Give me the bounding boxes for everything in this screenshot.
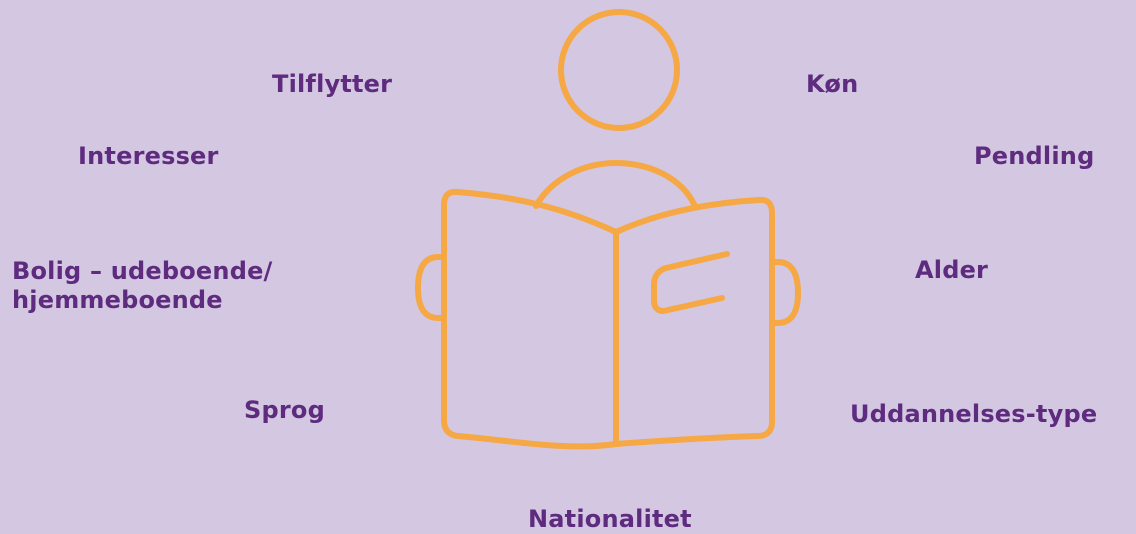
label-tilflytter: Tilflytter: [272, 70, 393, 98]
label-sprog: Sprog: [244, 396, 325, 424]
label-koen: Køn: [806, 70, 859, 98]
label-interesser: Interesser: [78, 142, 219, 170]
book-text-lines: [651, 251, 730, 314]
label-bolig-line1: Bolig – udeboende/: [12, 257, 273, 285]
head-shape: [558, 9, 680, 131]
book-left-page: [441, 188, 619, 450]
shoulders-shape: [533, 160, 698, 209]
book-right-page: [613, 196, 775, 447]
left-hand: [415, 254, 447, 321]
right-hand: [769, 259, 801, 326]
label-bolig-line2: hjemmeboende: [12, 286, 223, 314]
label-uddannelsestype: Uddannelses-type: [850, 400, 1098, 428]
label-bolig: Bolig – udeboende/ hjemmeboende: [12, 257, 273, 315]
label-pendling: Pendling: [974, 142, 1095, 170]
label-nationalitet: Nationalitet: [528, 505, 692, 533]
label-alder: Alder: [915, 256, 989, 284]
